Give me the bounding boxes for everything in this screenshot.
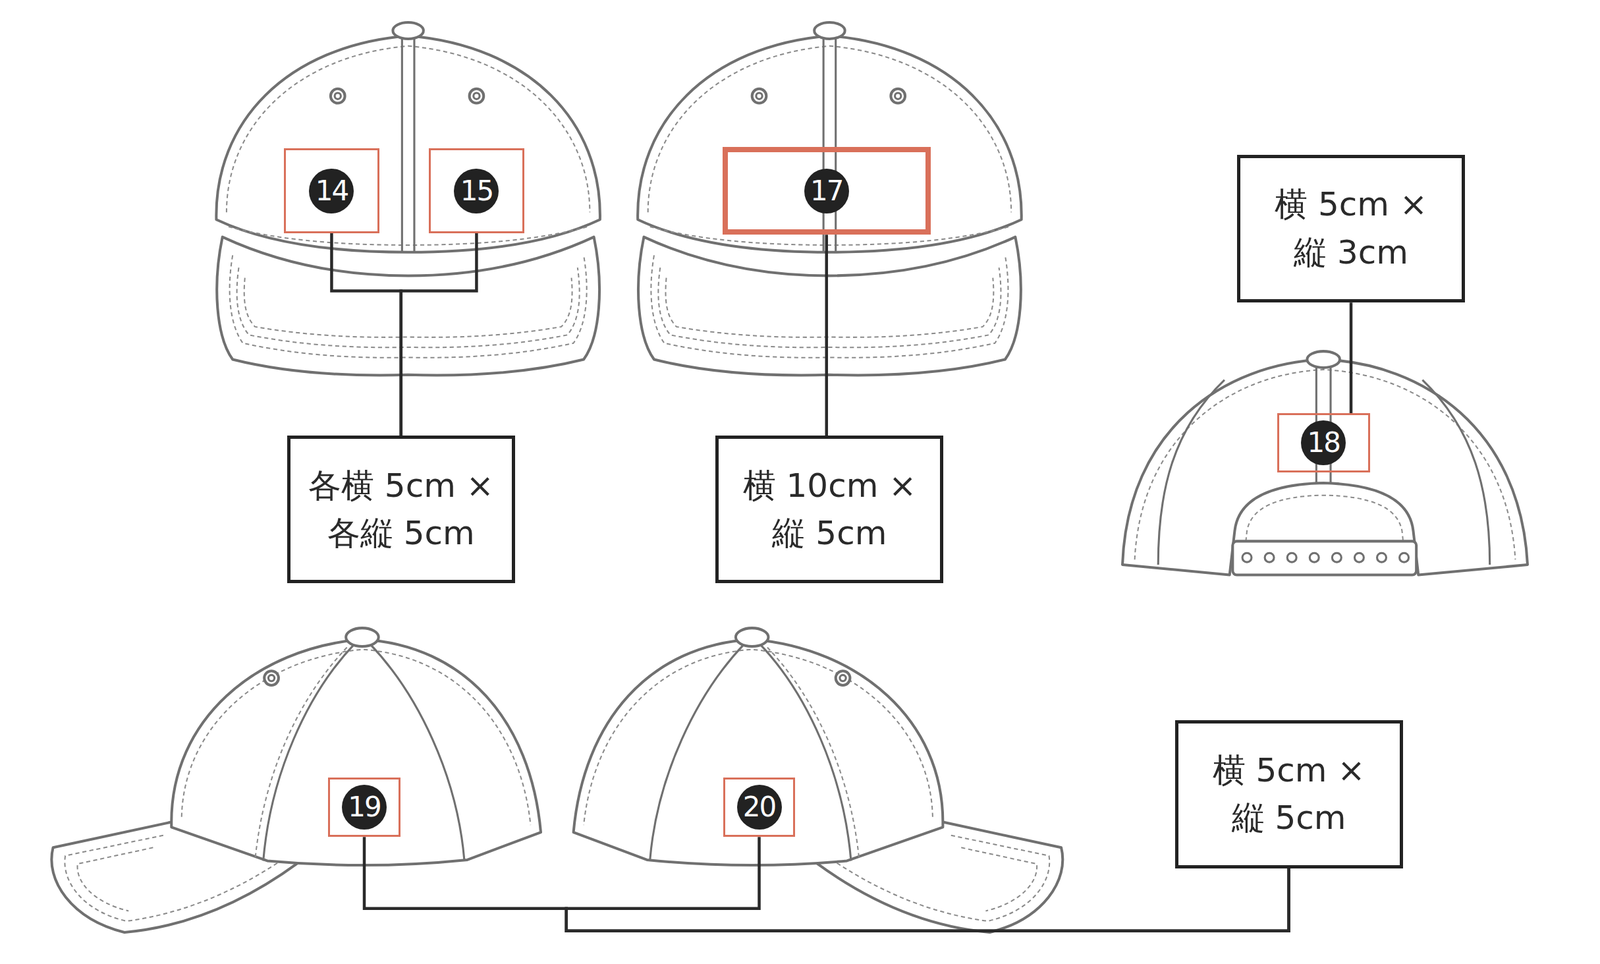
size-box: 横 10cm × 縦 5cm [715, 435, 944, 583]
size-box: 横 5cm × 縦 3cm [1237, 154, 1465, 304]
size-label: 各横 5cm × 各縦 5cm [303, 461, 499, 558]
callout-number: 14 [308, 168, 354, 214]
size-label: 横 5cm × 縦 3cm [1253, 180, 1449, 276]
leader-line [401, 233, 477, 437]
callout-number: 15 [453, 168, 499, 214]
size-box: 横 5cm × 縦 5cm [1175, 719, 1404, 869]
strap-hole [1242, 552, 1252, 562]
print-area: 15 [428, 148, 525, 234]
leader-line [1349, 302, 1353, 414]
strap-hole [1377, 552, 1387, 562]
strap-hole [1287, 552, 1297, 562]
size-label: 横 5cm × 縦 5cm [1191, 746, 1387, 842]
leader-line [825, 234, 829, 436]
strap-hole [1309, 552, 1319, 562]
print-area: 17 [722, 146, 931, 235]
print-area: 20 [723, 777, 795, 837]
callout-number: 17 [804, 168, 850, 214]
leader-line [364, 836, 1289, 931]
print-area: 18 [1277, 413, 1371, 473]
callout-number: 20 [737, 784, 782, 830]
strap-hole [1331, 552, 1342, 562]
strap-hole [1399, 552, 1409, 562]
leader-line [331, 233, 401, 437]
strap-hole [1264, 552, 1274, 562]
print-area: 14 [283, 148, 381, 234]
size-box: 各横 5cm × 各縦 5cm [287, 435, 516, 583]
strap-hole [1354, 552, 1364, 562]
callout-number: 19 [341, 784, 387, 830]
callout-number: 18 [1300, 420, 1346, 466]
size-label: 横 10cm × 縦 5cm [731, 461, 927, 558]
print-area: 19 [328, 777, 401, 837]
